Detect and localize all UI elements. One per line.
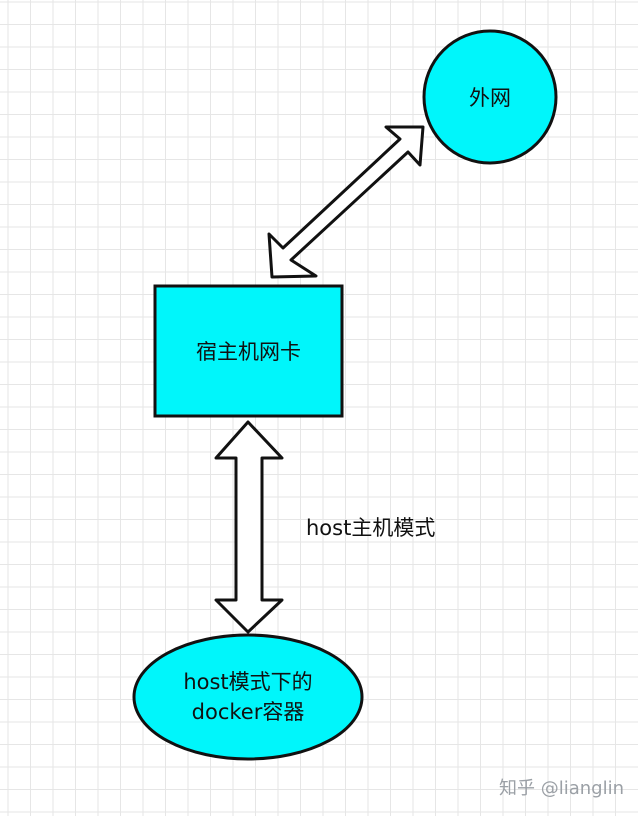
container-label-line2: docker容器 — [191, 700, 305, 724]
internet-label: 外网 — [469, 86, 511, 110]
host-nic-node[interactable] — [153, 284, 344, 418]
arrow-nic-internet — [267, 125, 425, 279]
container-node[interactable] — [132, 633, 364, 761]
internet-node[interactable] — [422, 29, 558, 165]
watermark: 知乎 @lianglin — [499, 778, 624, 799]
host-nic-label: 宿主机网卡 — [196, 340, 301, 364]
edge-label-host-mode: host主机模式 — [306, 516, 436, 540]
container-label-line1: host模式下的 — [183, 670, 313, 694]
arrow-nic-container — [214, 420, 284, 634]
